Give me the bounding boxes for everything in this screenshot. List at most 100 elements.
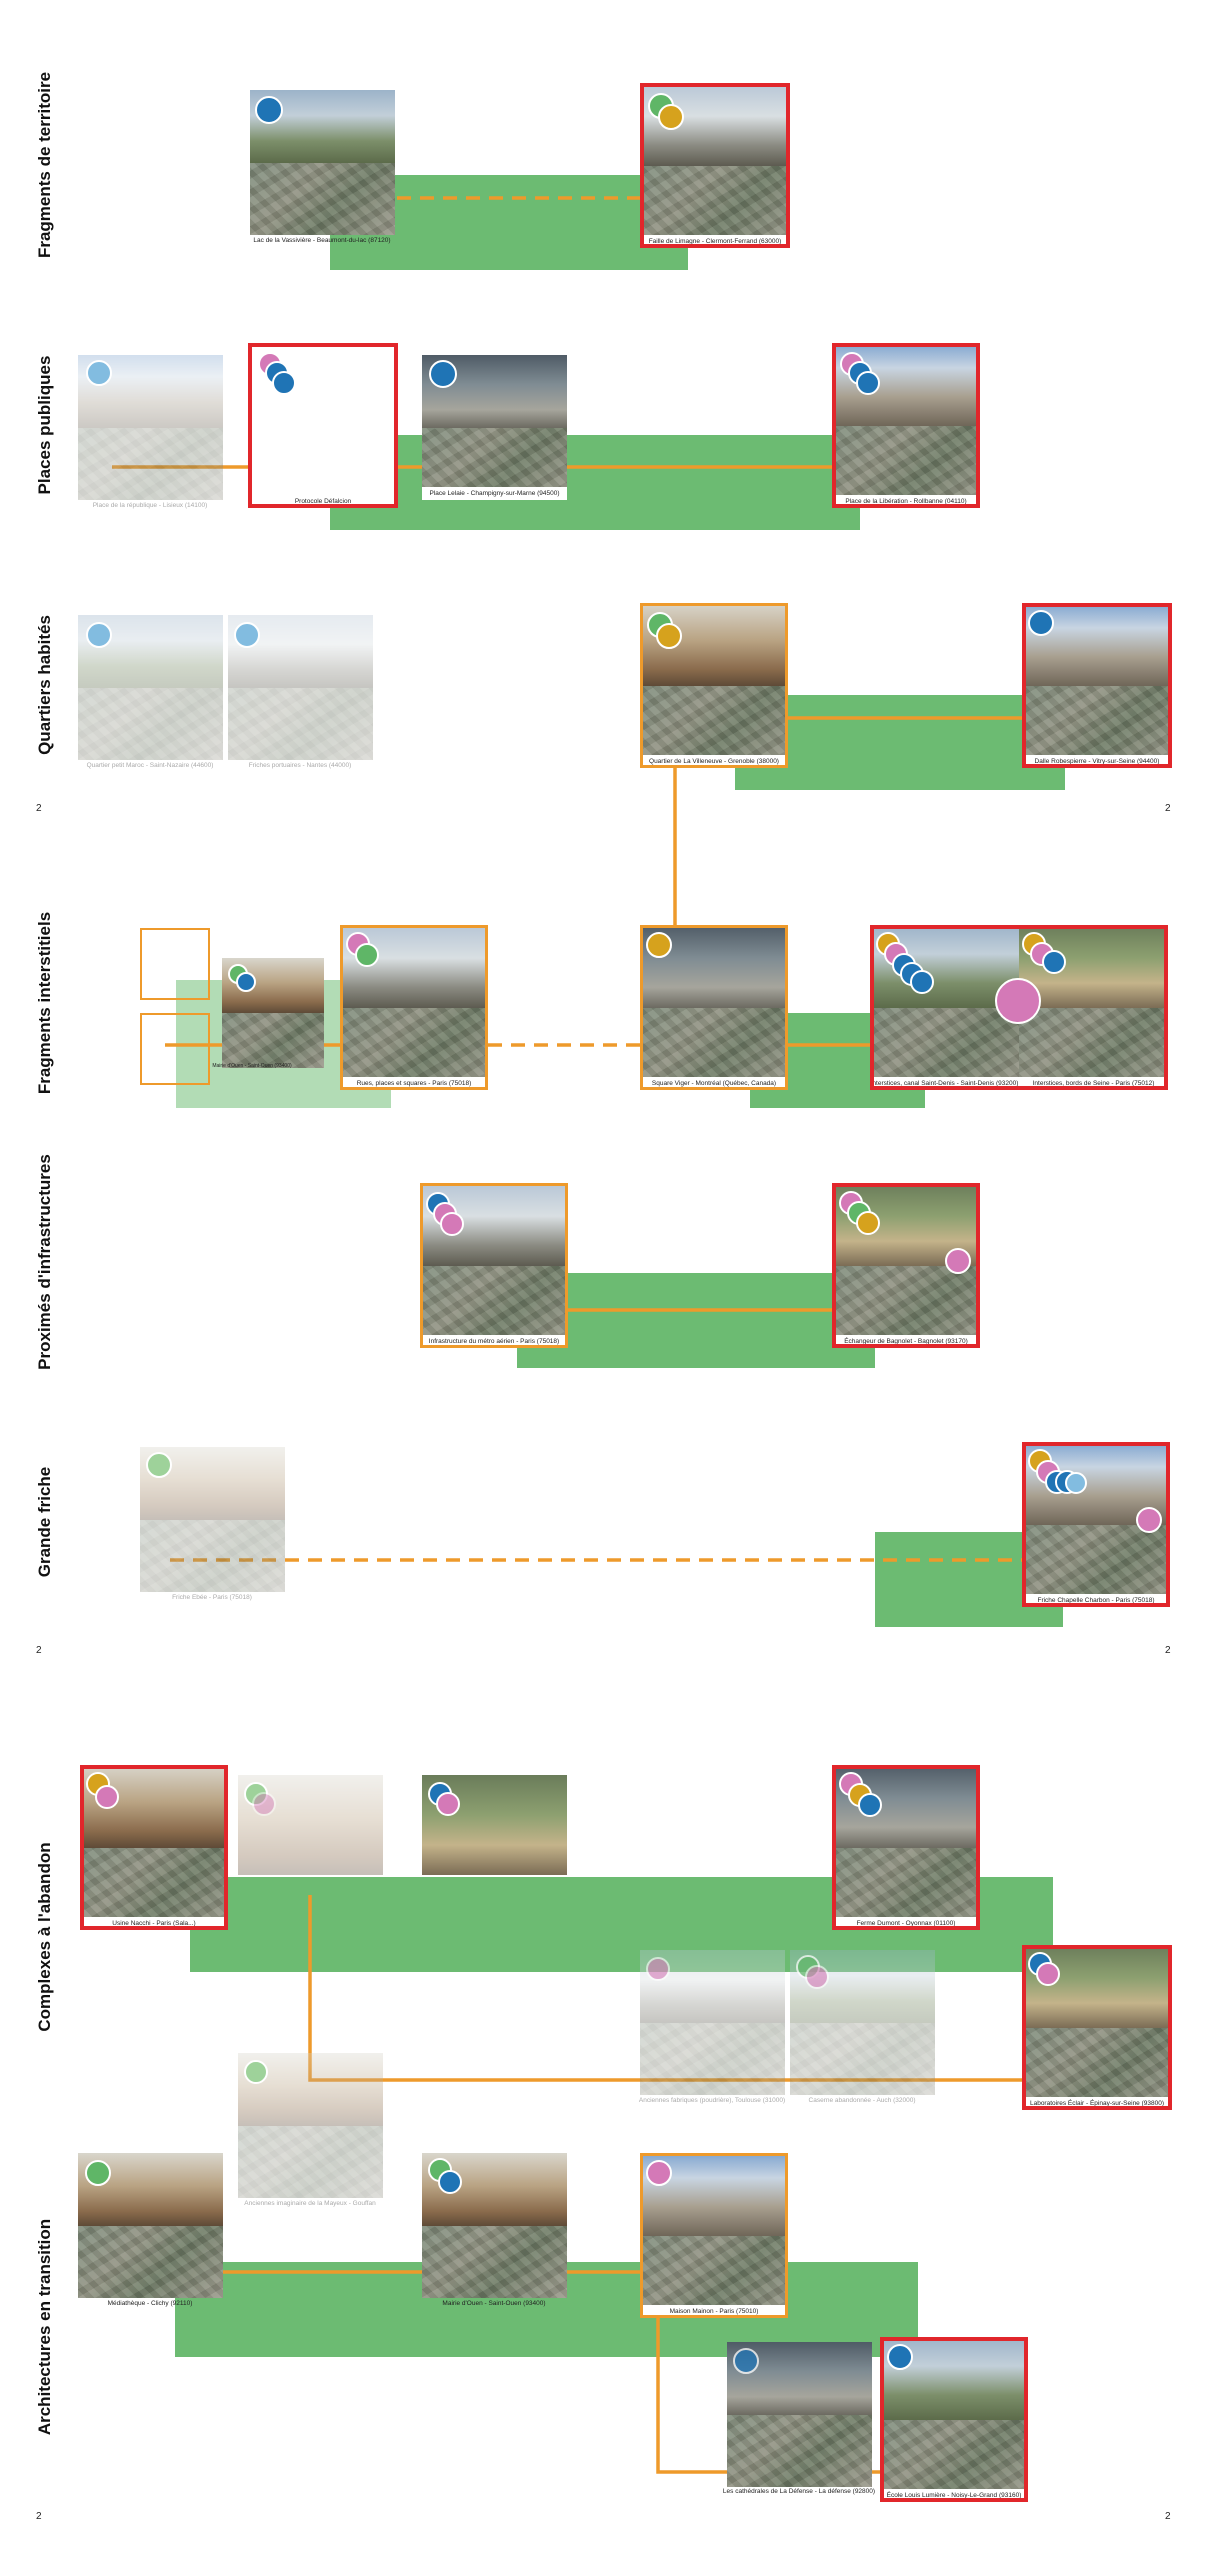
tile-caption: Mairie d'Ouen - Saint-Ouen (93400)	[212, 1063, 292, 1069]
highlight-frame-red	[880, 2337, 1028, 2502]
aerial-map	[790, 2022, 935, 2095]
aerial-map	[78, 687, 223, 760]
aerial-map	[640, 165, 790, 248]
tile-caption: Anciennes fabriques (poudrière), Toulous…	[638, 2097, 786, 2104]
highlight-frame-red	[80, 1765, 228, 1930]
project-tile[interactable]	[727, 2342, 872, 2487]
highlight-frame-red	[832, 343, 980, 508]
category-dot-green	[355, 943, 379, 967]
project-tile[interactable]: Laboratoires Éclair - Épinay-sur-Seine (…	[1022, 1945, 1172, 2110]
tile-caption: Place de la république - Lisieux (14100)	[92, 502, 208, 509]
aerial-map	[78, 2225, 223, 2298]
category-dot-blue	[910, 970, 934, 994]
aerial-map	[880, 2419, 1028, 2502]
category-dot-pink	[1036, 1962, 1060, 1986]
tile-caption: Infrastructure du métro aérien - Paris (…	[420, 1335, 568, 1348]
category-dot-blue	[887, 2344, 913, 2370]
highlight-frame-red	[248, 343, 398, 508]
category-dot-blue	[1028, 610, 1054, 636]
category-dot-pink	[805, 1965, 829, 1989]
aerial-map	[250, 162, 395, 235]
tile-caption: Square Viger - Montréal (Québec, Canada)	[640, 1077, 788, 1090]
category-dot-blue	[733, 2348, 759, 2374]
aerial-map	[420, 1265, 568, 1348]
category-dot-blue	[429, 360, 457, 388]
category-dot-lightblue	[86, 360, 112, 386]
highlight-frame-red	[870, 925, 1168, 1090]
page-number: 2	[1165, 803, 1171, 814]
highlight-frame-red	[640, 83, 790, 248]
aerial-map	[422, 2225, 567, 2298]
aerial-map	[80, 1847, 228, 1930]
category-dot-blue	[272, 371, 296, 395]
category-dot-pink	[1136, 1507, 1162, 1533]
tile-caption: Quartier de La Villeneuve - Grenoble (38…	[640, 755, 788, 768]
tile-caption: Caserne abandonnée - Auch (32000)	[808, 2097, 916, 2104]
tile-caption: Lac de la Vassivière - Beaumont-du-lac (…	[253, 237, 391, 244]
category-dot-pink	[440, 1212, 464, 1236]
aerial-map	[640, 2235, 788, 2318]
aerial-map	[640, 685, 788, 768]
tile-caption: Maison Mainon - Paris (75010)	[640, 2305, 788, 2318]
category-dot-gold	[856, 1211, 880, 1235]
tile-caption: Médiathèque - Clichy (92110)	[107, 2300, 193, 2307]
highlight-frame-orange	[640, 603, 788, 768]
category-dot-pink	[95, 1785, 119, 1809]
category-dot-lightblue	[1065, 1472, 1087, 1494]
category-dot-lightgreen	[244, 2060, 268, 2084]
placeholder-box	[140, 1013, 210, 1085]
tile-caption: Place Lelaie - Champigny-sur-Marne (9450…	[422, 487, 567, 500]
category-dot-gold	[658, 104, 684, 130]
timeline-band	[330, 435, 860, 530]
highlight-frame-orange	[420, 1183, 568, 1348]
category-dot-blue	[236, 972, 256, 992]
aerial-map	[870, 1007, 1019, 1090]
category-dot-lightblue	[234, 622, 260, 648]
category-dot-blue	[1042, 950, 1066, 974]
aerial-map	[140, 1519, 285, 1592]
tile-caption: Les cathédrales de La Défense - La défen…	[722, 2488, 876, 2495]
category-dot-blue	[255, 96, 283, 124]
project-tile[interactable]: Dalle Robespierre - Vitry-sur-Seine (944…	[1022, 603, 1172, 768]
highlight-frame-orange	[640, 2153, 788, 2318]
category-dot-pink	[252, 1792, 276, 1816]
project-tile[interactable]: École Louis Lumière - Noisy-Le-Grand (93…	[880, 2337, 1028, 2502]
project-tile[interactable]	[222, 958, 324, 1068]
aerial-map	[727, 2414, 872, 2487]
page-number: 2	[36, 2511, 42, 2522]
page-number: 2	[1165, 1645, 1171, 1656]
highlight-frame-red	[832, 1765, 980, 1930]
tile-caption: Quartier petit Maroc - Saint-Nazaire (44…	[86, 762, 214, 769]
page-number: 2	[36, 1645, 42, 1656]
category-dot-pink	[646, 1957, 670, 1981]
project-tile[interactable]: Maison Mainon - Paris (75010)	[640, 2153, 788, 2318]
category-dot-gold	[656, 623, 682, 649]
project-tile[interactable]: Infrastructure du métro aérien - Paris (…	[420, 1183, 568, 1348]
aerial-map	[832, 1265, 980, 1348]
tile-caption: Anciennes imaginaire de la Mayeux - Gouf…	[244, 2200, 376, 2207]
category-dot-lightblue	[86, 622, 112, 648]
category-dot-pink	[945, 1248, 971, 1274]
aerial-map	[340, 1007, 488, 1090]
category-dot-blue	[858, 1793, 882, 1817]
highlight-frame-orange	[640, 925, 788, 1090]
category-dot-pink	[646, 2160, 672, 2186]
project-tile[interactable]	[250, 90, 395, 235]
page-number: 2	[1165, 2511, 1171, 2522]
tile-caption: Rues, places et squares - Paris (75018)	[340, 1077, 488, 1090]
category-dot-pink	[436, 1792, 460, 1816]
highlight-frame-red	[1022, 1442, 1170, 1607]
placeholder-box	[140, 928, 210, 1000]
aerial-map	[1022, 2027, 1172, 2110]
aerial-map	[78, 427, 223, 500]
tile-caption: Friches portuaires - Nantes (44000)	[248, 762, 352, 769]
timeline-band	[517, 1273, 875, 1368]
aerial-map	[640, 1007, 788, 1090]
category-dot-blue	[856, 371, 880, 395]
tile-caption: Friche Ebée - Paris (75018)	[172, 1594, 252, 1601]
category-dot-lightgreen	[146, 1452, 172, 1478]
category-dot-blue	[438, 2170, 462, 2194]
highlight-frame-red	[1022, 603, 1172, 768]
aerial-map	[222, 1013, 324, 1068]
highlight-frame-red	[1022, 1945, 1172, 2110]
